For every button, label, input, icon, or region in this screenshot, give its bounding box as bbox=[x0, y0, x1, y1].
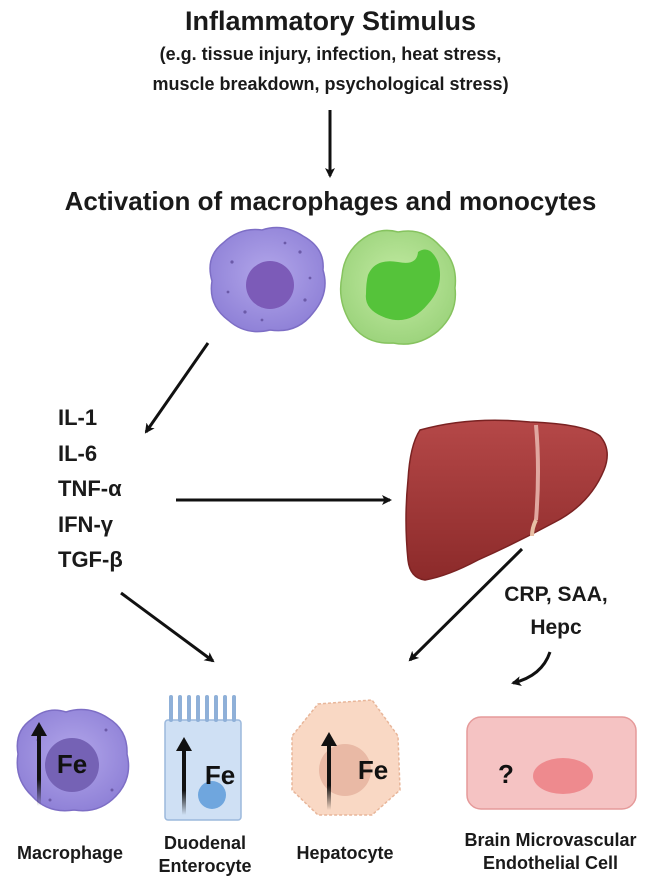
liver-products: CRP, SAA, Hepc bbox=[496, 578, 616, 644]
enterocyte-cell-icon: Fe bbox=[164, 695, 242, 821]
macrophage-target-icon: Fe bbox=[16, 708, 130, 812]
label-macrophage: Macrophage bbox=[16, 843, 124, 863]
label-brain-endothelial: Brain Microvascular Endothelial Cell bbox=[440, 829, 661, 875]
activation-label: Activation of macrophages and monocytes bbox=[64, 186, 597, 216]
liver-products-line2: Hepc bbox=[530, 616, 582, 639]
label-duodenal-enterocyte: Duodenal Enterocyte bbox=[140, 832, 270, 878]
arrow-cytokines-to-targets bbox=[120, 591, 215, 663]
endothelial-cell-icon: ? bbox=[466, 716, 637, 810]
cytokine-il6: IL-6 bbox=[58, 440, 98, 466]
liver-organ-icon bbox=[405, 419, 608, 581]
label-endothelial-line2: Endothelial Cell bbox=[482, 853, 619, 873]
iron-symbol-hepatocyte: Fe bbox=[358, 755, 388, 785]
arrow-cells-to-cytokines bbox=[144, 342, 210, 434]
macrophage-cell-icon bbox=[209, 226, 326, 333]
cytokine-ifn-gamma: IFN-γ bbox=[58, 511, 113, 537]
label-hepatocyte: Hepatocyte bbox=[296, 843, 394, 863]
stimulus-title: Inflammatory Stimulus bbox=[184, 6, 477, 36]
label-enterocyte-line1: Duodenal bbox=[163, 833, 246, 853]
cytokine-tgf-beta: TGF-β bbox=[58, 547, 123, 572]
liver-products-line1: CRP, SAA, bbox=[504, 583, 608, 606]
stimulus-examples-line2: muscle breakdown, psychological stress) bbox=[152, 74, 509, 94]
monocyte-cell-icon bbox=[339, 229, 457, 345]
arrow-hepc-to-endothelial bbox=[511, 651, 552, 686]
label-endothelial-line1: Brain Microvascular bbox=[464, 830, 637, 850]
iron-symbol-enterocyte: Fe bbox=[205, 760, 235, 790]
cytokine-list: IL-1 IL-6 TNF-α IFN-γ TGF-β bbox=[58, 400, 123, 578]
cytokine-tnf-alpha: TNF-α bbox=[58, 476, 122, 501]
arrow-liver-to-hepatocyte bbox=[408, 547, 524, 662]
unknown-marker: ? bbox=[498, 759, 514, 789]
label-enterocyte-line2: Enterocyte bbox=[158, 856, 252, 876]
stimulus-examples-line1: (e.g. tissue injury, infection, heat str… bbox=[159, 44, 502, 64]
iron-symbol-macrophage: Fe bbox=[57, 749, 87, 779]
cytokine-il1: IL-1 bbox=[58, 405, 98, 430]
hepatocyte-cell-icon: Fe bbox=[291, 699, 401, 816]
